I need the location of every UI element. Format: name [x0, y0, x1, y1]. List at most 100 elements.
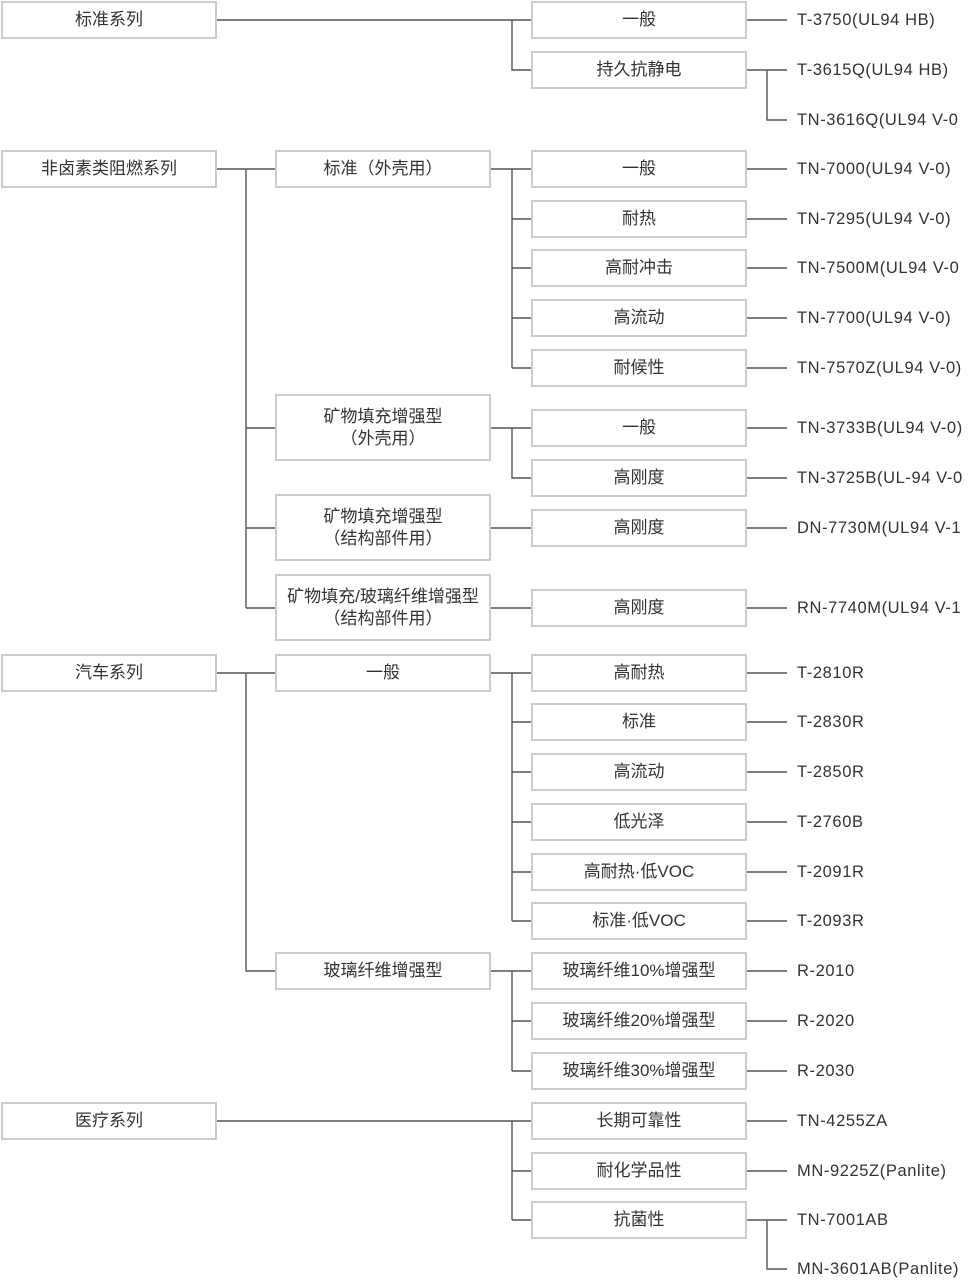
grade-box: 玻璃纤维30%增强型 — [531, 1052, 747, 1090]
grade-box: 长期可靠性 — [531, 1102, 747, 1140]
product-label: MN-9225Z(Panlite) — [797, 1162, 947, 1180]
product-label: T-3615Q(UL94 HB) — [797, 61, 949, 79]
connector-line — [217, 672, 275, 972]
grade-box: 高耐热·低VOC — [531, 853, 747, 891]
grade-box: 低光泽 — [531, 803, 747, 841]
product-label: TN-7500M(UL94 V-0 — [797, 259, 960, 277]
product-label: MN-3601AB(Panlite) — [797, 1260, 960, 1278]
group-box-automotive-general: 一般 — [275, 654, 491, 692]
group-box-mineral-filled-structural: 矿物填充增强型 （结构部件用） — [275, 494, 491, 561]
box-label: 一般 — [622, 418, 656, 437]
product-label: T-2810R — [797, 664, 865, 682]
product-label: T-2830R — [797, 713, 865, 731]
grade-box: 耐候性 — [531, 349, 747, 387]
box-label: 玻璃纤维增强型 — [323, 961, 443, 980]
box-label: 医疗系列 — [75, 1111, 143, 1130]
product-label: T-2850R — [797, 763, 865, 781]
connector-line — [747, 69, 787, 121]
product-label: DN-7730M(UL94 V-1 — [797, 519, 962, 537]
product-label: T-2760B — [797, 813, 864, 831]
connector-line — [747, 168, 787, 369]
grade-box: 耐化学品性 — [531, 1152, 747, 1190]
box-label: 高刚度 — [613, 518, 665, 537]
grade-box: 高耐热 — [531, 654, 747, 692]
product-label: R-2030 — [797, 1062, 855, 1080]
product-label: TN-3733B(UL94 V-0) — [797, 419, 963, 437]
box-label: 标准系列 — [75, 10, 143, 29]
connector-line — [747, 970, 787, 1072]
box-label: 长期可靠性 — [596, 1111, 682, 1130]
product-label: T-2093R — [797, 912, 865, 930]
box-sublabel: （外壳用） — [340, 428, 426, 448]
series-box-automotive: 汽车系列 — [1, 654, 217, 692]
product-label: TN-7570Z(UL94 V-0) — [797, 359, 962, 377]
grade-box: 抗菌性 — [531, 1201, 747, 1239]
product-label: T-3750(UL94 HB) — [797, 11, 936, 29]
box-label: 高耐热 — [613, 663, 665, 682]
grade-box: 高耐冲击 — [531, 249, 747, 287]
box-label: 耐候性 — [613, 358, 665, 377]
box-label: 高刚度 — [613, 468, 665, 487]
grade-box: 玻璃纤维10%增强型 — [531, 952, 747, 990]
product-label: T-2091R — [797, 863, 865, 881]
grade-box: 高刚度 — [531, 589, 747, 627]
group-box-mineral-glass-fiber-structural: 矿物填充/玻璃纤维增强型 （结构部件用） — [275, 574, 491, 641]
product-label: R-2020 — [797, 1012, 855, 1030]
group-box-standard-housing: 标准（外壳用） — [275, 150, 491, 188]
box-label: 耐热 — [622, 209, 656, 228]
box-label: 玻璃纤维10%增强型 — [562, 961, 716, 980]
product-label: RN-7740M(UL94 V-1 — [797, 599, 962, 617]
box-label: 标准（外壳用） — [323, 159, 443, 178]
grade-box: 玻璃纤维20%增强型 — [531, 1002, 747, 1040]
box-label: 标准·低VOC — [592, 911, 686, 930]
product-label: TN-3725B(UL-94 V-0 — [797, 469, 963, 487]
grade-box: 高刚度 — [531, 509, 747, 547]
box-label: 一般 — [622, 159, 656, 178]
product-label: TN-4255ZA — [797, 1112, 888, 1130]
box-label: 矿物填充增强型 — [323, 506, 443, 526]
connector-line — [491, 427, 531, 479]
series-box-halogen-free-flame-retardant: 非卤素类阻燃系列 — [1, 150, 217, 188]
connector-line — [747, 672, 787, 922]
grade-box: 一般 — [531, 409, 747, 447]
box-sublabel: （结构部件用） — [323, 608, 443, 628]
box-label: 低光泽 — [613, 812, 665, 831]
group-box-mineral-filled-housing: 矿物填充增强型 （外壳用） — [275, 394, 491, 461]
grade-box: 标准 — [531, 703, 747, 741]
box-label: 耐化学品性 — [596, 1161, 682, 1180]
box-label: 矿物填充增强型 — [323, 406, 443, 426]
box-label: 持久抗静电 — [596, 60, 682, 79]
box-label: 汽车系列 — [75, 663, 143, 682]
box-label: 高耐热·低VOC — [583, 862, 695, 881]
connector-line — [747, 1120, 787, 1172]
grade-box: 一般 — [531, 150, 747, 188]
box-label: 玻璃纤维20%增强型 — [562, 1011, 716, 1030]
connector-line — [217, 168, 275, 609]
grade-box: 高流动 — [531, 753, 747, 791]
box-label: 抗菌性 — [613, 1210, 665, 1229]
grade-box: 高流动 — [531, 299, 747, 337]
product-label: R-2010 — [797, 962, 855, 980]
box-label: 高流动 — [613, 308, 665, 327]
box-label: 一般 — [622, 10, 656, 29]
connector-line — [747, 1219, 787, 1270]
product-label: TN-7700(UL94 V-0) — [797, 309, 952, 327]
product-label: TN-7001AB — [797, 1211, 889, 1229]
box-label: 非卤素类阻燃系列 — [41, 159, 177, 178]
connector-line — [217, 19, 531, 71]
product-label: TN-7295(UL94 V-0) — [797, 210, 952, 228]
box-label: 高刚度 — [613, 598, 665, 617]
box-label: 矿物填充/玻璃纤维增强型 — [287, 586, 479, 606]
box-label: 高流动 — [613, 762, 665, 781]
connector-line — [747, 427, 787, 609]
box-label: 玻璃纤维30%增强型 — [562, 1061, 716, 1080]
box-label: 高耐冲击 — [605, 258, 673, 277]
group-box-glass-fiber-reinforced: 玻璃纤维增强型 — [275, 952, 491, 990]
grade-box: 耐热 — [531, 200, 747, 238]
connector-line — [217, 1120, 531, 1221]
product-label: TN-7000(UL94 V-0) — [797, 160, 952, 178]
series-box-standard: 标准系列 — [1, 1, 217, 39]
grade-box: 高刚度 — [531, 459, 747, 497]
